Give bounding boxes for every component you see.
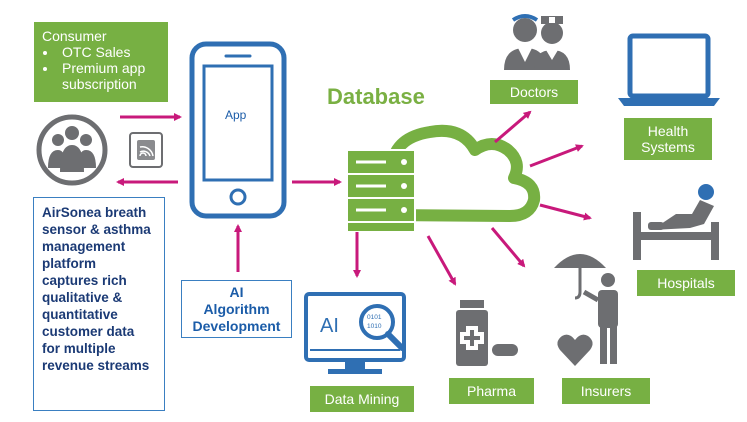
consumer-item-otc: OTC Sales <box>58 44 160 60</box>
arrow-database-to-pharma <box>426 235 457 286</box>
arrow-database-to-insurers <box>490 227 526 268</box>
heart-icon <box>557 334 593 366</box>
arrow-database-to-hospitals <box>539 203 592 221</box>
arrow-database-to-health-systems <box>529 144 584 168</box>
binary-top-text: 0101 <box>367 314 382 321</box>
doctors-icon <box>504 14 570 70</box>
consumer-group-icon <box>36 114 108 186</box>
hospitals-label: Hospitals <box>657 275 715 291</box>
doctors-label-box: Doctors <box>490 80 578 104</box>
smartphone-icon <box>189 41 287 219</box>
ai-algorithm-box: AI Algorithm Development <box>181 280 292 338</box>
insurers-label-box: Insurers <box>562 378 650 404</box>
ai-box-line2: Algorithm <box>203 301 270 317</box>
ai-box-line1: AI <box>229 284 244 300</box>
database-title: Database <box>327 84 425 109</box>
hospitals-label-box: Hospitals <box>637 270 735 296</box>
laptop-icon <box>618 33 720 106</box>
ai-box-line3: Development <box>192 318 281 334</box>
binary-bottom-text: 1010 <box>367 323 382 330</box>
consumer-box: Consumer OTC Sales Premium app subscript… <box>34 22 168 102</box>
pharma-label: Pharma <box>466 383 517 399</box>
app-label: App <box>225 108 247 122</box>
database-server-icon <box>346 149 416 233</box>
sensor-icon <box>129 132 163 168</box>
medicine-bottle-icon <box>456 300 488 366</box>
insurers-label: Insurers <box>580 383 632 399</box>
health-systems-label-line2: Systems <box>641 139 695 155</box>
health-systems-label-line1: Health <box>647 123 689 139</box>
pill-icon <box>492 344 518 356</box>
pharma-label-box: Pharma <box>449 378 534 404</box>
airsonea-description-box: AirSonea breath sensor & asthma manageme… <box>33 197 165 411</box>
consumer-title: Consumer <box>42 28 107 44</box>
hospital-bed-icon <box>633 184 719 260</box>
arrow-database-to-doctors <box>494 110 532 144</box>
airsonea-description: AirSonea breath sensor & asthma manageme… <box>42 205 151 373</box>
consumer-item-premium: Premium app subscription <box>58 60 160 92</box>
umbrella-person-icon <box>554 254 618 364</box>
doctors-label: Doctors <box>509 84 559 100</box>
data-mining-label-box: Data Mining <box>310 386 414 412</box>
data-mining-label: Data Mining <box>324 391 400 407</box>
monitor-ai-text: AI <box>320 315 339 337</box>
consumer-list: OTC Sales Premium app subscription <box>42 44 160 92</box>
magnifier-icon <box>359 304 405 351</box>
health-systems-label-box: Health Systems <box>624 118 712 160</box>
